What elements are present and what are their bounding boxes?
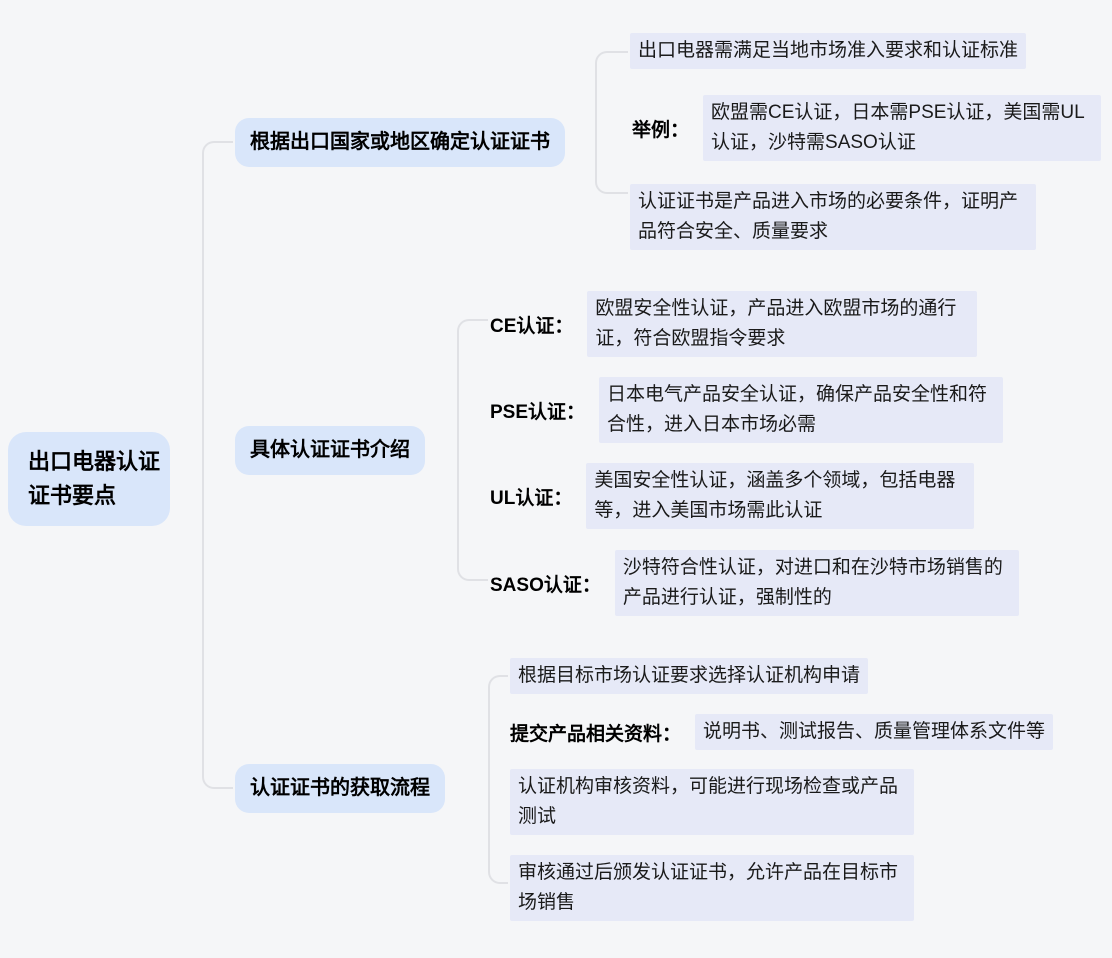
leaf-label: CE认证： [490,315,574,337]
leaf-text: 根据目标市场认证要求选择认证机构申请 [510,658,869,694]
leaf-text: 认证机构审核资料，可能进行现场检查或产品测试 [510,769,914,835]
leaf-item[interactable]: PSE认证： 日本电气产品安全认证，确保产品安全性和符合性，进入日本市场必需 [490,377,1004,443]
trunk-connector [202,141,233,789]
leaf-item[interactable]: 提交产品相关资料： 说明书、测试报告、质量管理体系文件等 [510,714,1054,750]
leaf-text: 沙特符合性认证，对进口和在沙特市场销售的产品进行认证，强制性的 [614,550,1019,616]
leaf-text: 认证证书是产品进入市场的必要条件，证明产品符合安全、质量要求 [630,184,1036,250]
leaf-item[interactable]: 认证证书是产品进入市场的必要条件，证明产品符合安全、质量要求 [630,184,1036,250]
branch-node-certificate-by-country[interactable]: 根据出口国家或地区确定认证证书 [235,118,565,167]
leaf-label: PSE认证： [490,401,586,423]
leaf-item[interactable]: 认证机构审核资料，可能进行现场检查或产品测试 [510,769,914,835]
leaf-text: 出口电器需满足当地市场准入要求和认证标准 [630,33,1027,69]
leaf-item[interactable]: CE认证： 欧盟安全性认证，产品进入欧盟市场的通行证，符合欧盟指令要求 [490,291,978,357]
leaf-label: SASO认证： [490,574,601,596]
leaf-item[interactable]: 审核通过后颁发认证证书，允许产品在目标市场销售 [510,855,914,921]
leaf-text: 欧盟安全性认证，产品进入欧盟市场的通行证，符合欧盟指令要求 [587,291,978,357]
leaf-item[interactable]: SASO认证： 沙特符合性认证，对进口和在沙特市场销售的产品进行认证，强制性的 [490,550,1019,616]
leaf-item[interactable]: 根据目标市场认证要求选择认证机构申请 [510,658,869,694]
leaf-label: 提交产品相关资料： [510,723,682,745]
leaf-text: 美国安全性认证，涵盖多个领域，包括电器等，进入美国市场需此认证 [586,463,975,529]
root-node[interactable]: 出口电器认证证书要点 [8,432,170,526]
leaf-label: UL认证： [490,487,573,509]
branch1-children-connector [595,51,628,194]
branch2-children-connector [457,319,488,581]
leaf-label: 举例： [632,119,690,141]
branch-node-certificate-process[interactable]: 认证证书的获取流程 [235,764,445,813]
branch3-children-connector [488,675,508,884]
leaf-item[interactable]: UL认证： 美国安全性认证，涵盖多个领域，包括电器等，进入美国市场需此认证 [490,463,975,529]
leaf-item[interactable]: 出口电器需满足当地市场准入要求和认证标准 [630,33,1027,69]
leaf-text: 欧盟需CE认证，日本需PSE认证，美国需UL认证，沙特需SASO认证 [703,95,1102,161]
leaf-text: 说明书、测试报告、质量管理体系文件等 [695,714,1054,750]
branch-node-certificate-introduction[interactable]: 具体认证证书介绍 [235,426,425,475]
leaf-text: 日本电气产品安全认证，确保产品安全性和符合性，进入日本市场必需 [599,377,1004,443]
leaf-item[interactable]: 举例： 欧盟需CE认证，日本需PSE认证，美国需UL认证，沙特需SASO认证 [632,95,1102,161]
leaf-text: 审核通过后颁发认证证书，允许产品在目标市场销售 [510,855,914,921]
